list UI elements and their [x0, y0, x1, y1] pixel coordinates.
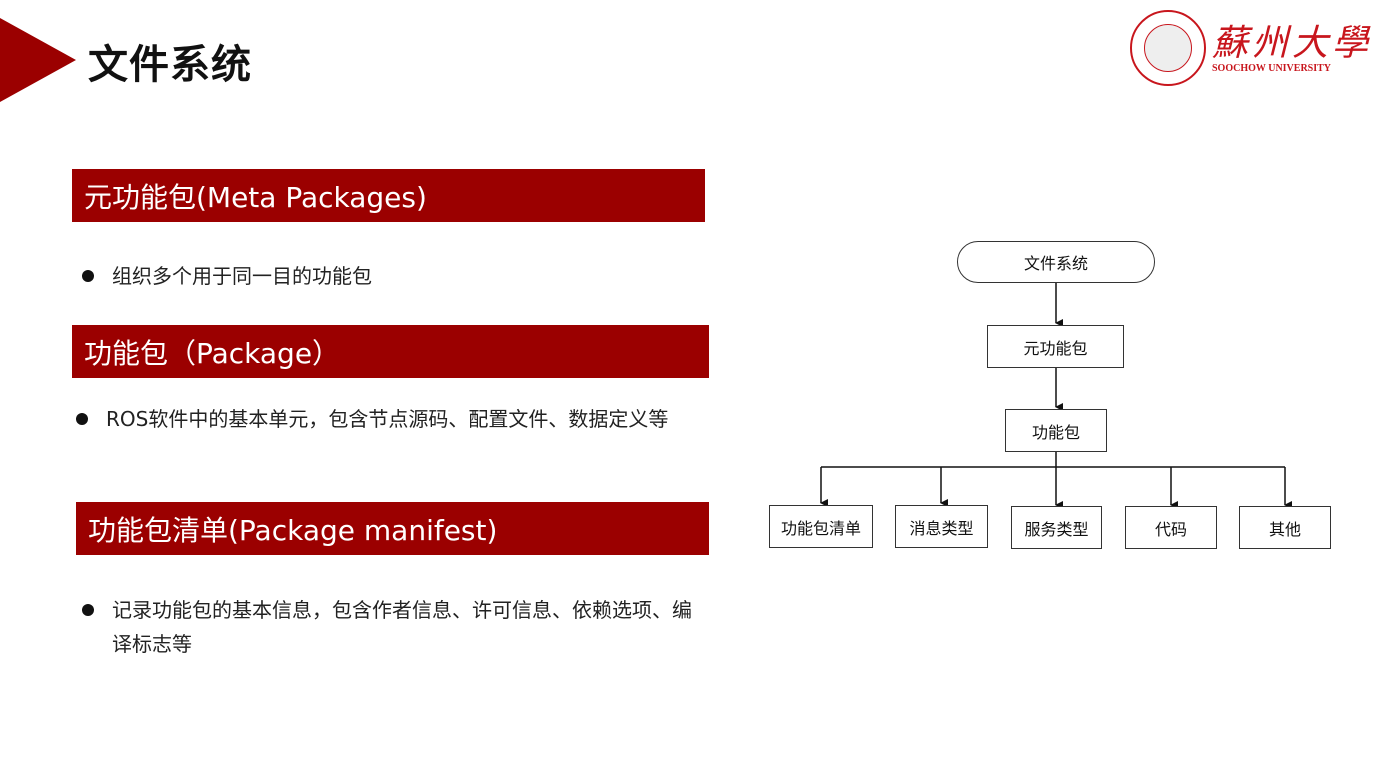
diagram-leaf: 消息类型: [895, 505, 988, 548]
bullet-text: ROS软件中的基本单元，包含节点源码、配置文件、数据定义等: [106, 407, 669, 431]
bullet-dot: [82, 270, 94, 282]
title-triangle-decoration: [0, 18, 76, 102]
diagram-node-meta-package: 元功能包: [987, 325, 1124, 368]
section-heading-package: 功能包（Package）: [72, 325, 709, 378]
university-seal-logo: [1130, 10, 1206, 86]
bullet-text: 组织多个用于同一目的功能包: [112, 264, 372, 288]
diagram-leaf: 代码: [1125, 506, 1217, 549]
section-heading-meta-packages: 元功能包(Meta Packages): [72, 169, 705, 222]
diagram-node-root: 文件系统: [957, 241, 1155, 283]
bullet-text: 记录功能包的基本信息，包含作者信息、许可信息、依赖选项、编译标志等: [112, 598, 692, 656]
section-heading-package-manifest: 功能包清单(Package manifest): [76, 502, 709, 555]
bullet-dot: [76, 413, 88, 425]
page-title: 文件系统: [88, 42, 252, 88]
diagram-leaf: 其他: [1239, 506, 1331, 549]
university-name-en: SOOCHOW UNIVERSITY: [1212, 63, 1332, 74]
diagram-leaf: 服务类型: [1011, 506, 1102, 549]
diagram-leaf: 功能包清单: [769, 505, 873, 548]
diagram-node-package: 功能包: [1005, 409, 1107, 452]
bullet-dot: [82, 604, 94, 616]
university-name-cn: 蘇州大學: [1212, 23, 1373, 64]
